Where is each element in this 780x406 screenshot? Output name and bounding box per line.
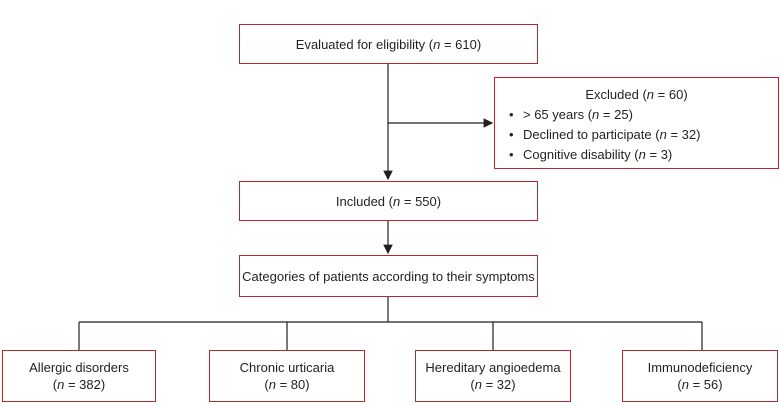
group-n-value: = 56 — [692, 377, 719, 392]
excluded-n: n — [646, 87, 655, 102]
categories-box: Categories of patients according to thei… — [239, 255, 538, 297]
excluded-label: Excluded — [585, 87, 639, 102]
group-box-angioedema: Hereditary angioedema (n = 32) — [415, 350, 571, 402]
group-box-allergic: Allergic disorders (n = 382) — [2, 350, 156, 402]
categories-label: Categories of patients according to thei… — [242, 268, 535, 284]
evaluated-n-value: = 610 — [443, 36, 477, 52]
excluded-reason: > 65 years (n = 25) — [509, 105, 700, 125]
included-n-value: = 550 — [403, 193, 437, 209]
included-label: Included — [335, 193, 386, 209]
group-n-value: = 382 — [67, 377, 101, 392]
group-box-immunodeficiency: Immunodeficiency (n = 56) — [622, 350, 778, 402]
included-n: n — [393, 193, 401, 209]
excluded-box: Excluded (n = 60) > 65 years (n = 25) De… — [494, 77, 779, 169]
group-label: Hereditary angioedema — [425, 360, 561, 375]
group-n-value: = 32 — [485, 377, 512, 392]
evaluated-box: Evaluated for eligibility (n = 610) — [239, 24, 538, 64]
group-label: Allergic disorders — [29, 360, 129, 375]
excluded-reasons-list: > 65 years (n = 25) Declined to particip… — [495, 105, 700, 165]
excluded-reason: Declined to participate (n = 32) — [509, 125, 700, 145]
evaluated-label: Evaluated for eligibility — [295, 36, 426, 52]
included-box: Included (n = 550) — [239, 181, 538, 221]
evaluated-n: n — [433, 36, 441, 52]
excluded-reason: Cognitive disability (n = 3) — [509, 145, 700, 165]
group-label: Immunodeficiency — [647, 360, 753, 375]
group-box-urticaria: Chronic urticaria (n = 80) — [209, 350, 365, 402]
excluded-n-value: = 60 — [657, 87, 684, 102]
group-label: Chronic urticaria — [239, 360, 335, 375]
group-n-value: = 80 — [279, 377, 306, 392]
